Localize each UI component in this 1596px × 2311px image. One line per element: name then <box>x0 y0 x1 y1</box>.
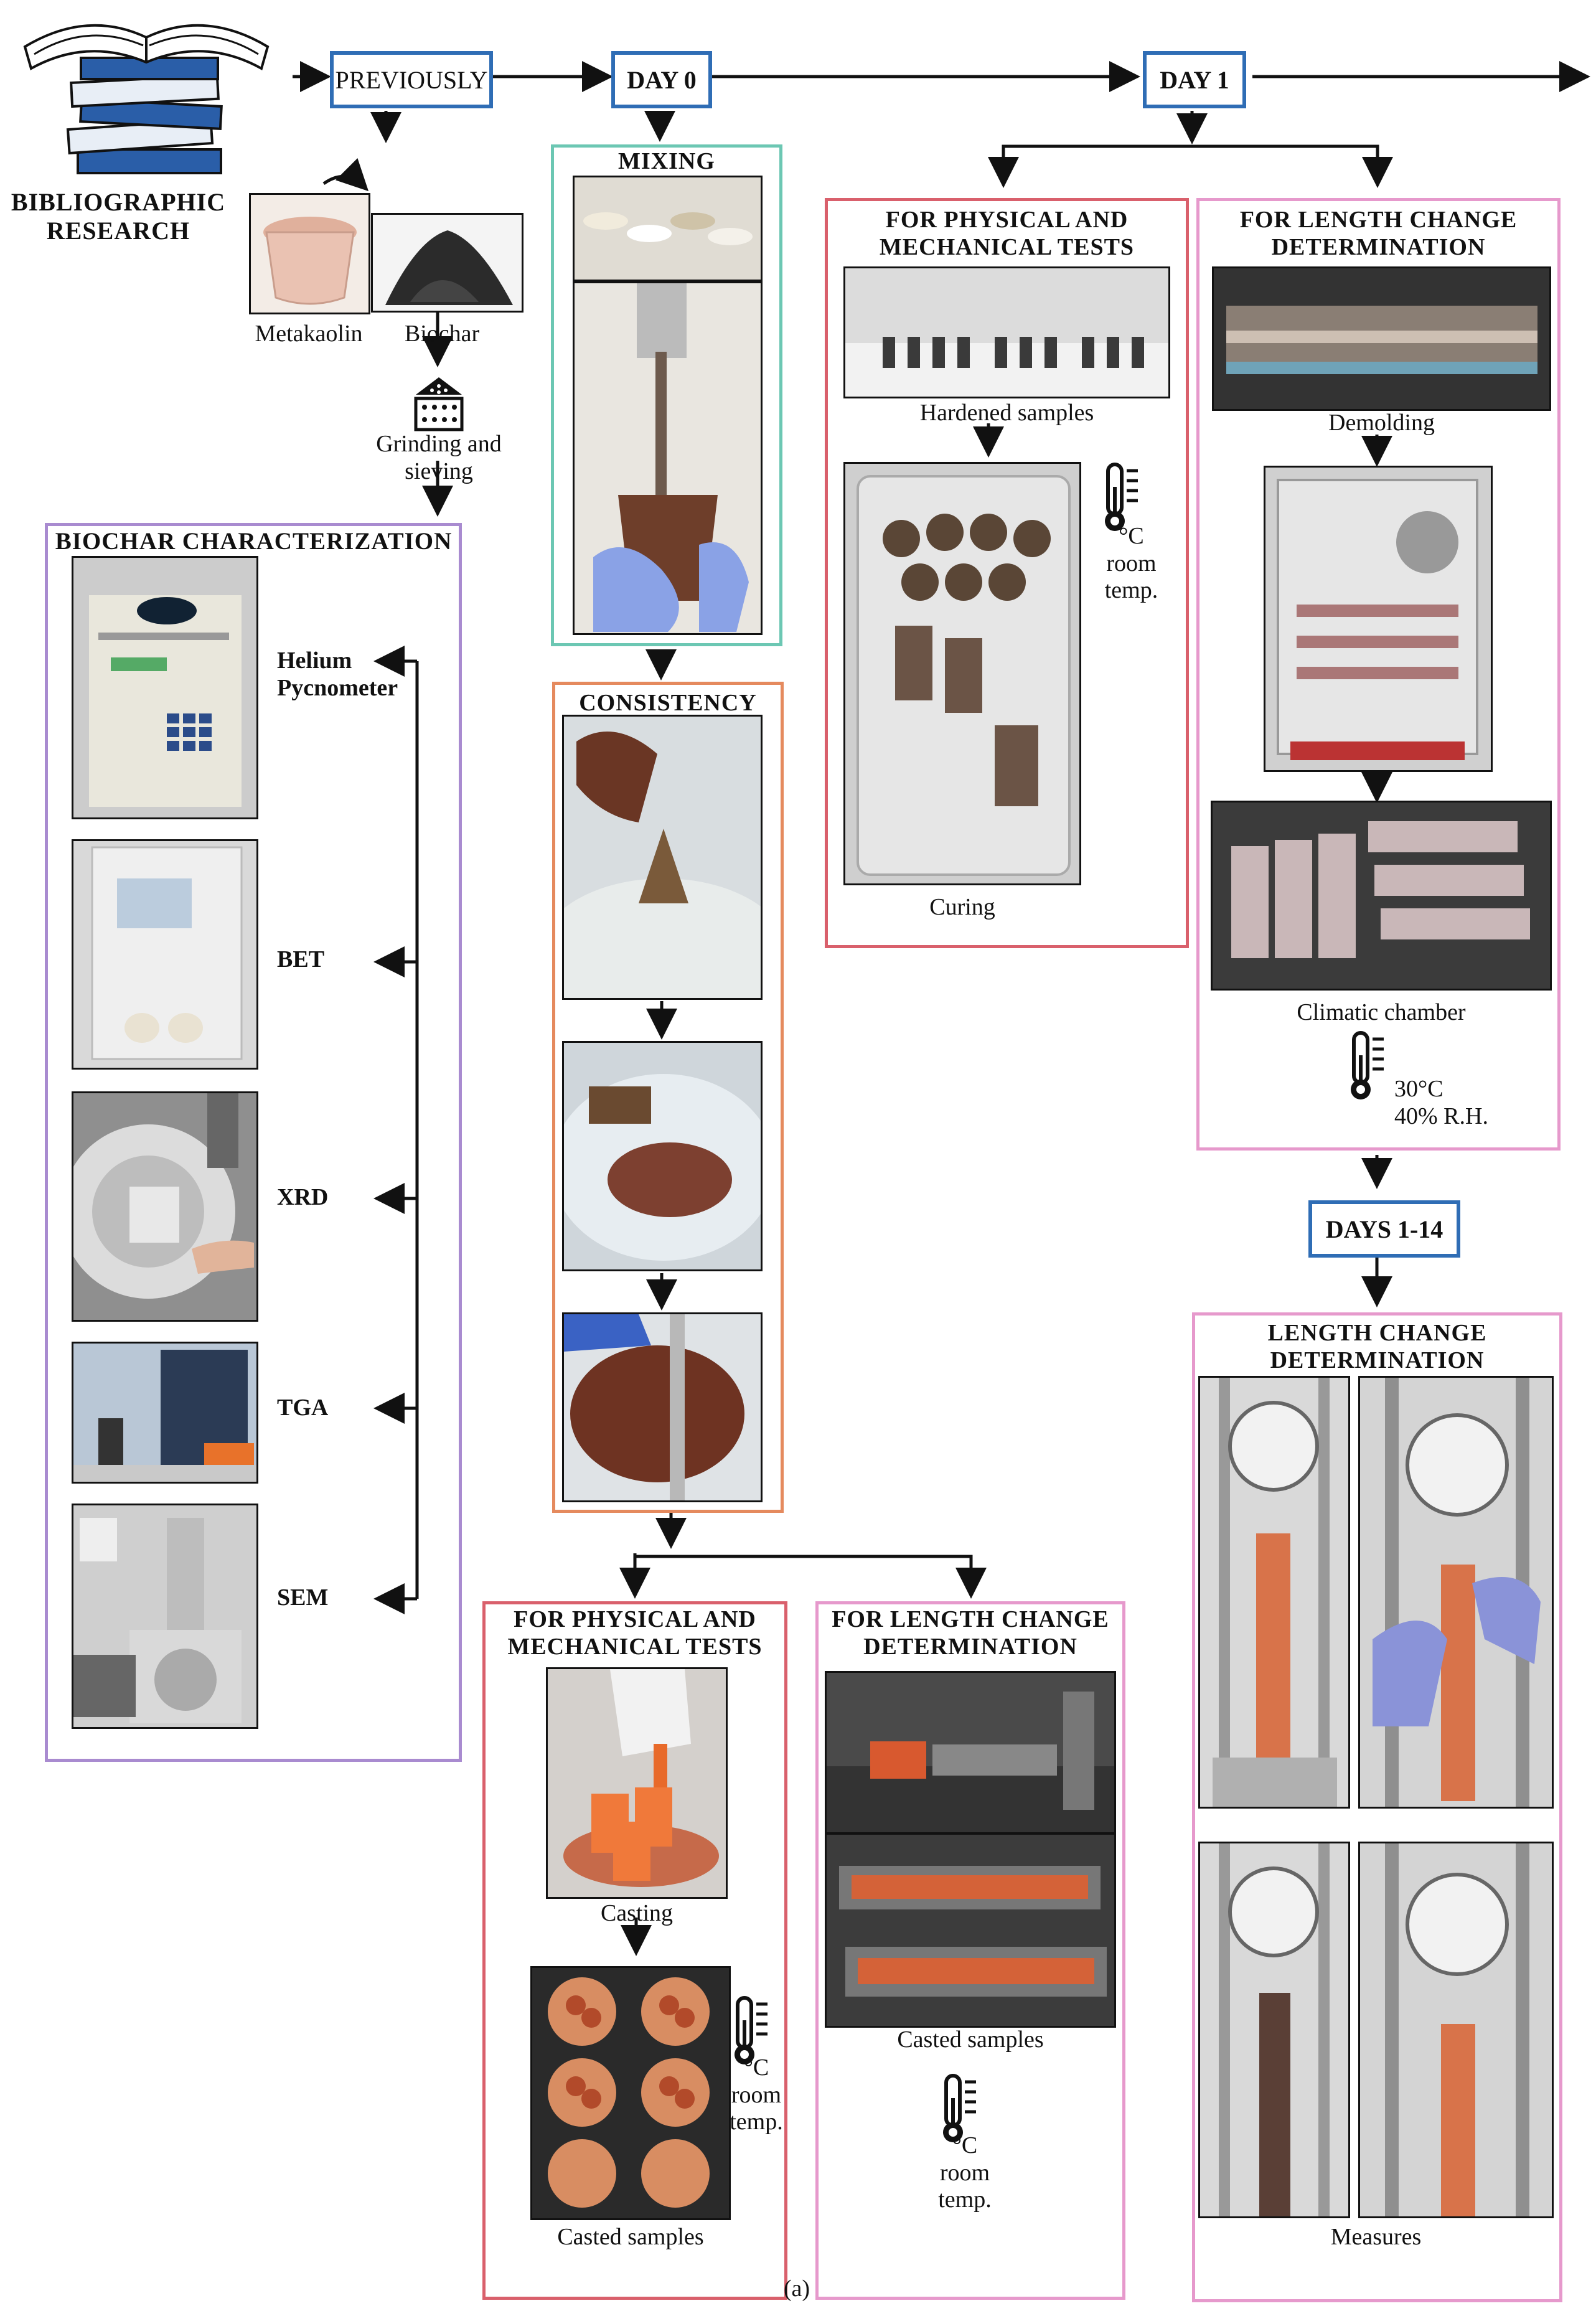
climatic-chamber-label: Climatic chamber <box>1297 999 1466 1025</box>
day0-length-casted-label: Casted samples <box>897 2026 1044 2053</box>
xrd-photo <box>72 1091 258 1322</box>
metakaolin-label: Metakaolin <box>255 321 363 347</box>
days-length-frame <box>1192 1312 1562 2302</box>
hardened-samples-label: Hardened samples <box>919 400 1094 426</box>
day0-length-frame <box>815 1601 1125 2300</box>
mixing-title: MIXING <box>618 148 715 174</box>
thermometer-icon <box>1348 1030 1391 1102</box>
mixer-photo <box>573 281 763 635</box>
xrd-label: XRD <box>277 1184 329 1210</box>
tga-label: TGA <box>277 1395 329 1421</box>
book-stack-icon <box>19 9 274 177</box>
thermometer-icon <box>940 2073 983 2145</box>
tga-photo <box>72 1342 258 1484</box>
sem-label: SEM <box>277 1584 329 1611</box>
curing-photo <box>843 462 1081 885</box>
sem-photo <box>72 1504 258 1729</box>
demolding-label: Demolding <box>1328 410 1435 436</box>
consistency-frame <box>552 682 784 1513</box>
biochar-photo <box>371 213 523 313</box>
chamber-photo <box>1264 466 1493 772</box>
curing-label: Curing <box>929 894 995 920</box>
characterization-frame <box>45 523 462 1762</box>
bet-photo <box>72 839 258 1070</box>
sieve-icon <box>411 375 467 432</box>
flow-table-photo <box>562 1041 763 1271</box>
measure-photo-2 <box>1358 1376 1554 1809</box>
characterization-title: BIOCHAR CHARACTERIZATION <box>55 528 453 555</box>
stage-day0: DAY 0 <box>611 51 712 108</box>
stage-previously: PREVIOUSLY <box>330 51 493 108</box>
climatic-chamber-photo <box>1211 801 1552 991</box>
measures-label: Measures <box>1330 2224 1422 2250</box>
demolding-photo <box>1212 266 1551 411</box>
consistency-title: CONSISTENCY <box>579 690 757 716</box>
measure-photo-4 <box>1358 1842 1554 2218</box>
casted-prisms-photo <box>825 1833 1116 2028</box>
pouring-photo <box>562 715 763 1000</box>
figure-caption: (a) <box>783 2276 810 2302</box>
bet-label: BET <box>277 946 325 972</box>
molds-photo <box>825 1671 1116 1834</box>
thermometer-icon <box>731 1995 775 2067</box>
stage-days-1-14: DAYS 1-14 <box>1308 1200 1460 1258</box>
casting-photo <box>546 1667 728 1899</box>
measuring-spread-photo <box>562 1312 763 1502</box>
day0-casted-samples-label: Casted samples <box>557 2224 704 2250</box>
day1-length-frame <box>1196 198 1561 1151</box>
stage-day1: DAY 1 <box>1143 51 1246 108</box>
day1-physical-frame <box>825 198 1189 948</box>
pycnometer-photo <box>72 556 258 819</box>
mixing-cups-photo <box>573 176 763 281</box>
mixing-frame <box>551 144 782 646</box>
metakaolin-photo <box>249 193 370 314</box>
biochar-label: Biochar <box>404 321 480 347</box>
casting-label: Casting <box>600 1900 674 1926</box>
day0-physical-frame <box>482 1601 787 2300</box>
day0-casted-samples-photo <box>530 1966 731 2220</box>
thermometer-icon <box>1102 462 1145 534</box>
hardened-samples-photo <box>843 266 1170 398</box>
measure-photo-1 <box>1198 1376 1350 1809</box>
measure-photo-3 <box>1198 1842 1350 2218</box>
